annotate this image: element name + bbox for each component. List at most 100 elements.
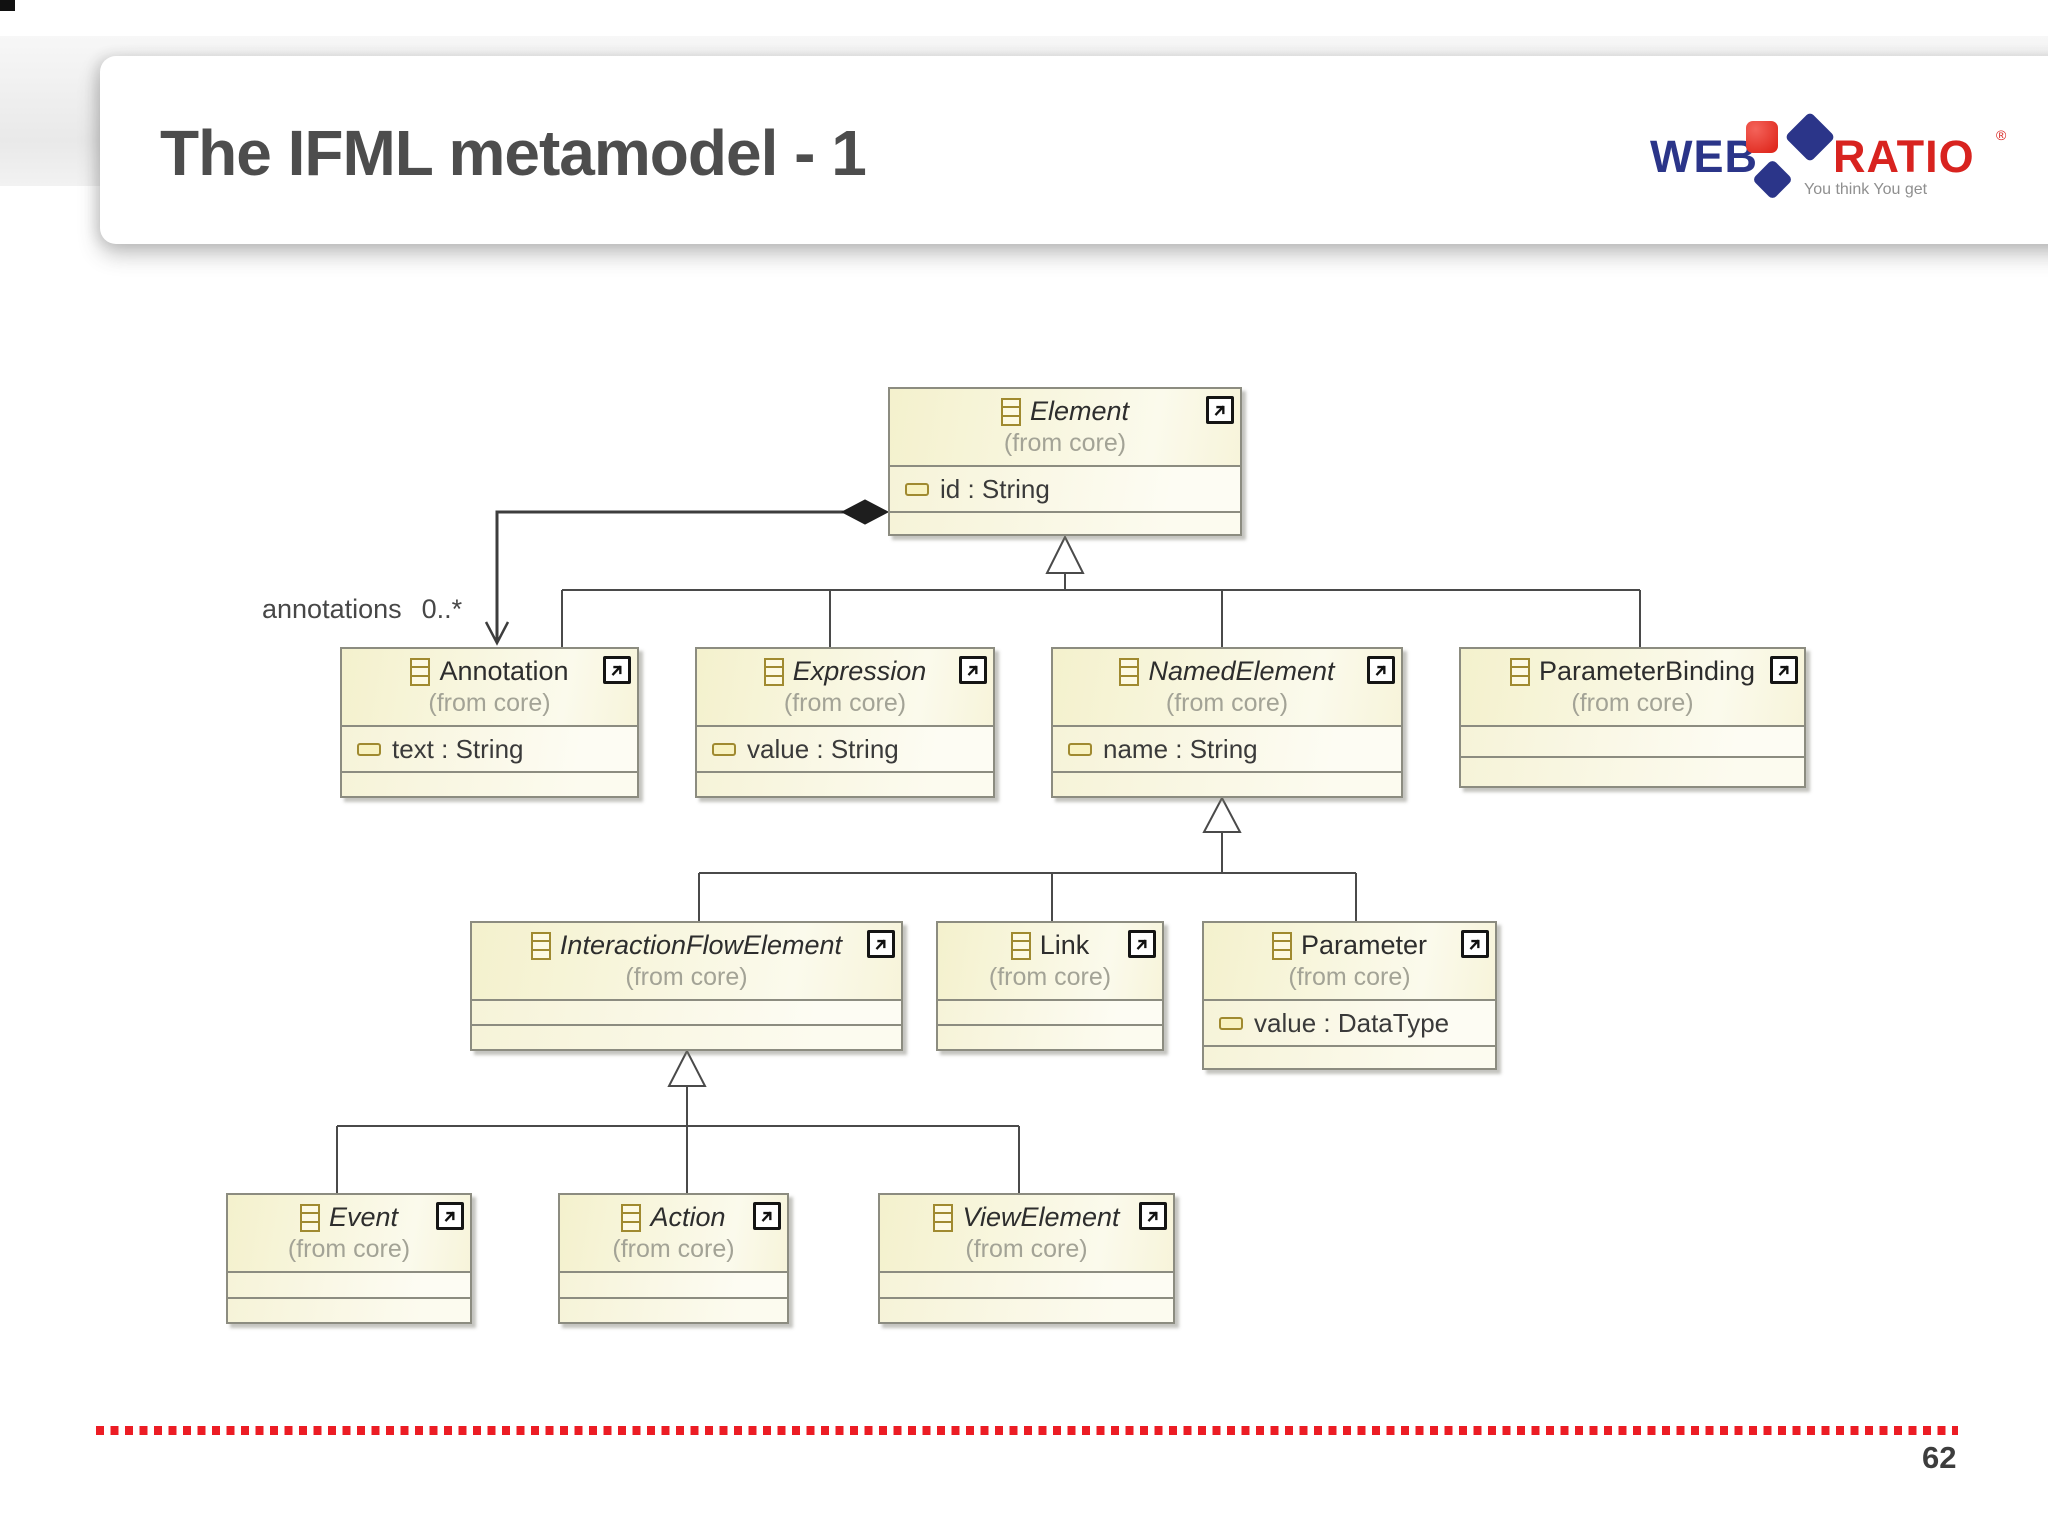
class-package-label: (from core) <box>1571 689 1694 717</box>
navigate-arrow-icon <box>1128 930 1156 958</box>
class-package-label: (from core) <box>1003 429 1127 457</box>
attribute-text: value : DataType <box>1254 1007 1450 1038</box>
class-attributes-compartment <box>938 999 1162 1024</box>
class-attributes-compartment: value : String <box>697 725 993 771</box>
navigate-arrow-icon <box>1367 656 1395 684</box>
class-name: Element <box>1029 396 1130 426</box>
navigate-arrow-icon <box>1461 930 1489 958</box>
class-icon <box>410 657 431 686</box>
class-title-compartment: Action (from core) <box>560 1195 787 1271</box>
class-icon <box>1000 397 1021 426</box>
class-package-label: (from core) <box>287 1235 411 1263</box>
class-title-compartment: Event (from core) <box>228 1195 470 1271</box>
class-icon <box>1509 657 1530 686</box>
class-operations-compartment <box>1461 755 1804 786</box>
class-icon <box>1271 931 1292 960</box>
class-attributes-compartment <box>472 999 901 1024</box>
generalization-triangle-icon <box>667 1048 707 1087</box>
class-operations-compartment <box>342 771 637 796</box>
page-number: 62 <box>1922 1440 1957 1475</box>
navigate-arrow-icon <box>436 1202 464 1230</box>
logo-tagline: You think You get <box>1804 181 1928 198</box>
class-attributes-compartment: value : DataType <box>1204 999 1495 1045</box>
class-package-label: (from core) <box>988 963 1112 991</box>
class-package-label: (from core) <box>965 1235 1088 1263</box>
class-name-row: NamedElement <box>1053 649 1401 687</box>
class-box-annotation: Annotation (from core) text : String <box>340 647 639 798</box>
class-operations-compartment <box>472 1024 901 1049</box>
class-box-action: Action (from core) <box>558 1193 789 1324</box>
class-title-compartment: ParameterBinding (from core) <box>1461 649 1804 725</box>
title-card <box>100 56 2048 244</box>
attribute-row: text : String <box>342 734 637 765</box>
class-operations-compartment <box>1053 771 1401 796</box>
webratio-logo: WEB RATIO ® You think You get <box>1646 105 2048 215</box>
class-attributes-compartment <box>560 1271 787 1297</box>
class-package-label: (from core) <box>612 1235 735 1263</box>
class-name: Link <box>1039 930 1090 960</box>
generalization-triangle-icon <box>1045 534 1085 574</box>
attribute-icon <box>1068 742 1092 756</box>
class-name-row: Element <box>890 389 1240 427</box>
class-attributes-compartment <box>1461 725 1804 756</box>
navigate-arrow-icon <box>1206 396 1234 424</box>
class-name: Parameter <box>1300 930 1428 960</box>
class-attributes-compartment <box>228 1271 470 1297</box>
class-box-parameter: Parameter (from core) value : DataType <box>1202 921 1497 1070</box>
class-icon <box>1010 931 1031 960</box>
class-title-compartment: Annotation (from core) <box>342 649 637 725</box>
navigate-arrow-icon <box>1770 656 1798 684</box>
class-name: ViewElement <box>962 1202 1120 1232</box>
class-name: InteractionFlowElement <box>559 930 843 960</box>
class-operations-compartment <box>890 511 1240 534</box>
association-role-name: annotations <box>262 594 402 624</box>
class-box-interactionflowelement: InteractionFlowElement (from core) <box>470 921 903 1051</box>
class-name-row: Event <box>228 1195 470 1233</box>
class-icon <box>299 1203 320 1232</box>
class-attributes-compartment: name : String <box>1053 725 1401 771</box>
attribute-icon <box>905 482 929 496</box>
class-icon <box>530 931 551 960</box>
attribute-text: name : String <box>1103 733 1258 764</box>
class-name: ParameterBinding <box>1538 656 1756 686</box>
logo-registered-mark: ® <box>1996 127 2007 143</box>
logo-web-text: WEB <box>1650 131 1758 182</box>
class-name: Expression <box>792 656 927 686</box>
class-package-label: (from core) <box>783 689 907 717</box>
attribute-text: value : String <box>747 733 899 764</box>
class-icon <box>1119 657 1140 686</box>
logo-ratio-text: RATIO <box>1833 131 1975 182</box>
attribute-row: value : DataType <box>1204 1008 1495 1039</box>
class-name-row: Parameter <box>1204 923 1495 961</box>
attribute-icon <box>712 742 736 756</box>
open-arrowhead-icon <box>484 621 510 646</box>
class-attributes-compartment <box>880 1271 1173 1297</box>
navigate-arrow-icon <box>867 930 895 958</box>
class-name-row: Link <box>938 923 1162 961</box>
composition-annotations-line <box>495 510 845 640</box>
generalization-element-lines <box>561 573 1641 647</box>
class-name: Annotation <box>439 656 569 686</box>
navigate-arrow-icon <box>959 656 987 684</box>
class-name-row: Action <box>560 1195 787 1233</box>
class-operations-compartment <box>938 1024 1162 1049</box>
class-operations-compartment <box>880 1296 1173 1322</box>
logo-navy-diamond-small-icon <box>1751 158 1794 201</box>
attribute-row: name : String <box>1053 734 1401 765</box>
class-title-compartment: InteractionFlowElement (from core) <box>472 923 901 999</box>
attribute-text: text : String <box>392 733 524 764</box>
class-attributes-compartment: id : String <box>890 465 1240 511</box>
class-operations-compartment <box>560 1296 787 1322</box>
generalization-triangle-icon <box>1202 795 1242 833</box>
attribute-icon <box>357 742 381 756</box>
class-name: NamedElement <box>1148 656 1335 686</box>
attribute-row: value : String <box>697 734 993 765</box>
generalization-namedelement-lines <box>698 832 1357 921</box>
class-package-label: (from core) <box>1165 689 1289 717</box>
composition-diamond-icon <box>840 499 890 525</box>
class-title-compartment: Expression (from core) <box>697 649 993 725</box>
class-icon <box>621 1203 642 1232</box>
class-box-event: Event (from core) <box>226 1193 472 1324</box>
class-name-row: ParameterBinding <box>1461 649 1804 687</box>
attribute-text: id : String <box>940 473 1050 504</box>
